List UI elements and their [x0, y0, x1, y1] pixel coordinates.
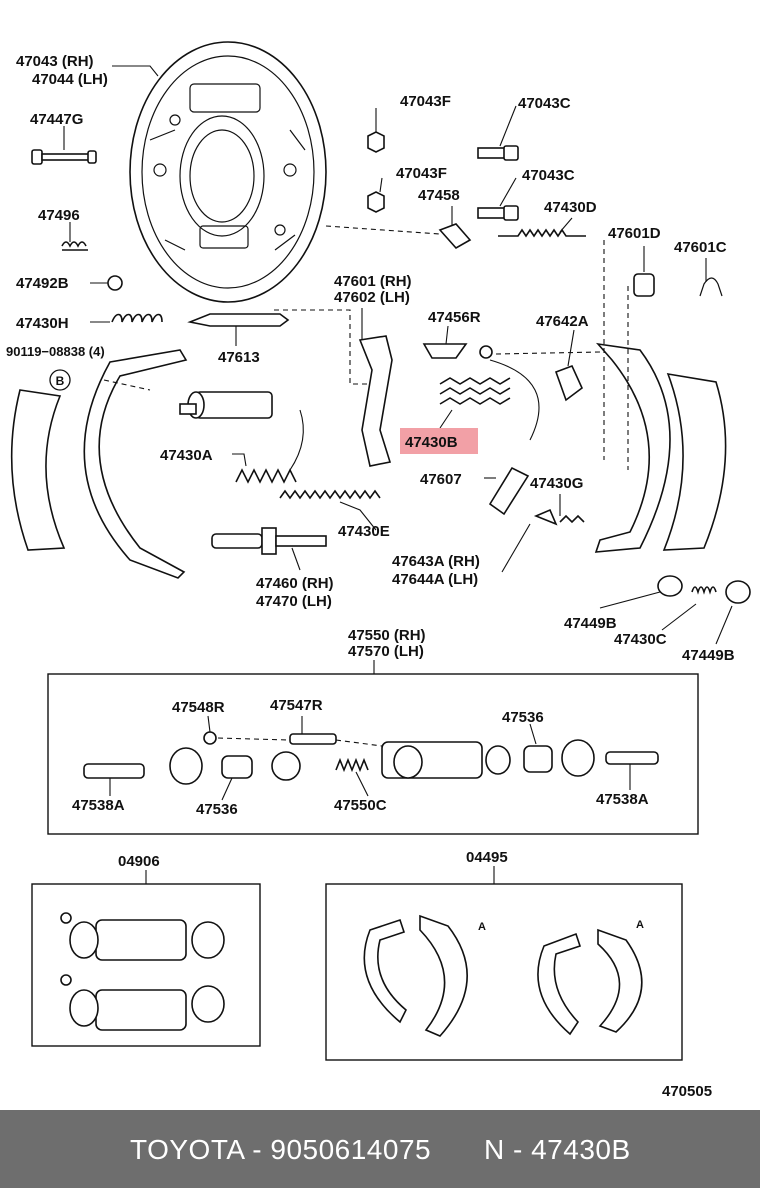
cup-47449b-part — [657, 575, 751, 604]
label-47458: 47458 — [418, 187, 460, 204]
spring-47430c-part — [691, 586, 717, 595]
clip-47458-part — [438, 223, 472, 250]
label-47043c-1: 47043C — [518, 95, 571, 112]
label-47550-rh: 47550 (RH) — [348, 627, 426, 644]
spring-47430g-part — [533, 508, 585, 526]
clip-47601c-part — [699, 277, 723, 297]
right-brake-shoe-part — [594, 342, 727, 553]
label-47430b: 47430B — [405, 434, 458, 451]
label-47449b-1: 47449B — [564, 615, 617, 632]
spring-47430h-part — [111, 313, 163, 323]
kit-04906-part — [60, 912, 225, 1031]
spring-47430b-part — [439, 377, 511, 405]
label-04906: 04906 — [118, 853, 160, 870]
label-47602-lh: 47602 (LH) — [334, 289, 410, 306]
cup-47601d-part — [633, 273, 655, 297]
lever-47613-part — [187, 313, 290, 327]
label-47456r: 47456R — [428, 309, 481, 326]
label-47570-lh: 47570 (LH) — [348, 643, 424, 660]
spring-47430a-part — [235, 409, 304, 484]
strut-47607-part — [488, 359, 540, 516]
lever-47456r-part — [422, 343, 493, 359]
wheel-cylinder-part — [179, 391, 273, 419]
label-47492b: 47492B — [16, 275, 69, 292]
label-47430d: 47430D — [544, 199, 597, 216]
label-47043-rh: 47043 (RH) — [16, 53, 94, 70]
label-47607: 47607 — [420, 471, 462, 488]
label-47642a: 47642A — [536, 313, 589, 330]
spring-47430d-part — [498, 228, 586, 238]
label-47538a-1: 47538A — [72, 797, 125, 814]
label-47538a-2: 47538A — [596, 791, 649, 808]
label-47550c: 47550C — [334, 797, 387, 814]
label-47496: 47496 — [38, 207, 80, 224]
label-47044-lh: 47044 (LH) — [32, 71, 108, 88]
marker-b-circle — [49, 369, 71, 391]
marker-b-label: B — [56, 374, 65, 388]
spring-47430e-part — [279, 489, 381, 500]
label-47536-2: 47536 — [196, 801, 238, 818]
label-47470-lh: 47470 (LH) — [256, 593, 332, 610]
part-labels: 47043 (RH) 47044 (LH) 47447G 47496 47492… — [6, 53, 735, 1100]
adjuster-47460-part — [211, 527, 327, 555]
label-47536-1: 47536 — [502, 709, 544, 726]
kit-04495-part — [363, 914, 643, 1037]
label-47548r: 47548R — [172, 699, 225, 716]
label-470505: 470505 — [662, 1083, 712, 1100]
kit-04495-box — [325, 883, 683, 1061]
label-47043f-1: 47043F — [400, 93, 451, 110]
footer-reference: N - 47430B — [484, 1134, 631, 1165]
label-90119: 90119−08838 (4) — [6, 344, 105, 359]
leader-lines — [63, 65, 733, 884]
nut-47043f-part — [367, 131, 385, 213]
cap-47492b-part — [107, 275, 123, 291]
bolt-47043c-part — [477, 145, 519, 221]
label-47430h: 47430H — [16, 315, 69, 332]
label-04495: 04495 — [466, 849, 508, 866]
backing-plate-part — [129, 41, 327, 303]
label-47613: 47613 — [218, 349, 260, 366]
label-47430c: 47430C — [614, 631, 667, 648]
label-47043f-2: 47043F — [396, 165, 447, 182]
label-47449b-2: 47449B — [682, 647, 735, 664]
label-a-1: A — [478, 921, 486, 933]
wheel-cylinder-47550-part — [83, 731, 659, 785]
label-47644a-lh: 47644A (LH) — [392, 571, 478, 588]
spring-47496-part — [61, 241, 88, 251]
label-47043c-2: 47043C — [522, 167, 575, 184]
label-47601d: 47601D — [608, 225, 661, 242]
bolt-47447g-part — [31, 149, 97, 165]
label-47430g: 47430G — [530, 475, 583, 492]
bracket-47642a-part — [554, 364, 583, 402]
wheel-cylinder-group-box — [47, 673, 699, 835]
label-a-2: A — [636, 919, 644, 931]
label-47601c: 47601C — [674, 239, 727, 256]
brake-parts-diagram: B 47043 (RH) 47044 (LH) 47447G 47496 474… — [6, 41, 751, 1100]
label-47447g: 47447G — [30, 111, 83, 128]
parking-lever-47601-part — [358, 335, 393, 467]
label-47601-rh: 47601 (RH) — [334, 273, 412, 290]
label-47460-rh: 47460 (RH) — [256, 575, 334, 592]
label-47430e: 47430E — [338, 523, 390, 540]
footer-part-number: TOYOTA - 9050614075 — [130, 1134, 432, 1165]
highlight-47430b-box — [400, 428, 478, 454]
footer-bar: TOYOTA - 9050614075 N - 47430B — [0, 1110, 760, 1188]
label-47430a: 47430A — [160, 447, 213, 464]
label-47547r: 47547R — [270, 697, 323, 714]
left-brake-shoe-part — [10, 349, 188, 579]
label-47643a-rh: 47643A (RH) — [392, 553, 480, 570]
